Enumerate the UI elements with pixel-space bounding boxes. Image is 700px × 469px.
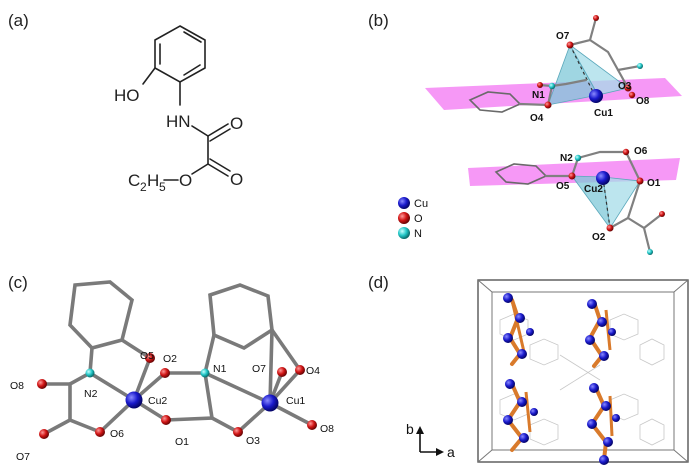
panel-b: (b) O7 O3 N1 O8 O4 Cu1 xyxy=(368,11,682,255)
axis-indicator: b a xyxy=(406,421,455,460)
o1-atom xyxy=(636,177,644,185)
svg-text:H: H xyxy=(147,171,159,190)
o3-atom xyxy=(624,84,632,92)
co-double-2 xyxy=(207,163,229,177)
cu2-atom-c xyxy=(125,391,143,409)
panel-a: (a) HO HN O O O C 2 H 5 xyxy=(8,11,243,194)
panel-a-label: (a) xyxy=(8,11,29,30)
o7-atom-c xyxy=(277,367,287,377)
n-c-bond xyxy=(191,125,209,137)
label-o6-c: O6 xyxy=(110,428,124,440)
label-o5-b: O5 xyxy=(556,181,570,192)
ring-right xyxy=(208,283,274,351)
chain-bottom-right xyxy=(587,383,620,465)
o6-atom-c xyxy=(95,427,105,437)
label-o7-b: O7 xyxy=(556,31,570,42)
panel-c-label: (c) xyxy=(8,273,28,292)
ester-o: O xyxy=(179,171,192,190)
panel-c: (c) xyxy=(8,273,334,463)
o2-atom-c xyxy=(160,368,170,378)
polyhedron-cu1-right xyxy=(569,44,629,96)
c-o-bond xyxy=(191,163,209,175)
o1-atom-c xyxy=(161,415,171,425)
o8-left-atom xyxy=(37,379,47,389)
label-o2-b: O2 xyxy=(592,232,606,243)
o5-atom xyxy=(568,172,576,180)
o7-left-atom xyxy=(39,429,49,439)
ligand-framework xyxy=(499,313,665,446)
co-double-1 xyxy=(207,123,229,137)
oh-bond xyxy=(142,67,156,85)
panel-d: (d) xyxy=(368,273,689,465)
panel-b-label: (b) xyxy=(368,11,389,30)
label-o8-left-c: O8 xyxy=(10,380,24,392)
ring-left xyxy=(68,280,135,351)
legend-cu-swatch xyxy=(398,197,410,209)
chain-bottom-left xyxy=(503,379,538,452)
label-o7-left-c: O7 xyxy=(16,451,30,463)
panel-d-label: (d) xyxy=(368,273,389,292)
o7-atom xyxy=(566,41,574,49)
cu1-atom-c xyxy=(261,394,279,412)
label-o4-c: O4 xyxy=(306,365,320,377)
legend-o-label: O xyxy=(414,213,423,225)
svg-text:5: 5 xyxy=(159,180,166,194)
label-o1-c: O1 xyxy=(175,436,189,448)
o4-atom xyxy=(544,101,552,109)
label-o3-c: O3 xyxy=(246,435,260,447)
o8-right-atom xyxy=(307,420,317,430)
n2-atom-c xyxy=(85,368,95,378)
legend-n-swatch xyxy=(398,227,410,239)
label-o8-right-c: O8 xyxy=(320,423,334,435)
label-cu2-c: Cu2 xyxy=(148,395,167,407)
label-cu2-b: Cu2 xyxy=(584,184,603,195)
o3-atom-c xyxy=(233,427,243,437)
label-n1-c: N1 xyxy=(213,363,227,375)
n1-atom-c xyxy=(200,368,210,378)
benzene-ring xyxy=(154,25,206,83)
label-o3-b: O3 xyxy=(618,81,632,92)
axis-a-label: a xyxy=(447,444,455,460)
label-o4-b: O4 xyxy=(530,113,544,124)
label-o1-b: O1 xyxy=(647,178,661,189)
legend-o-swatch xyxy=(398,212,410,224)
chain-top-right xyxy=(585,299,616,368)
label-o2-c: O2 xyxy=(163,353,177,365)
amine-label: HN xyxy=(166,112,191,131)
label-n2-c: N2 xyxy=(84,388,98,400)
carbonyl-o-1: O xyxy=(230,114,243,133)
ethyl-label: C 2 H 5 xyxy=(128,171,166,194)
label-o8-b: O8 xyxy=(636,96,650,107)
carbonyl-o-2: O xyxy=(230,170,243,189)
legend-n-label: N xyxy=(414,228,422,240)
hydroxyl-label: HO xyxy=(114,86,140,105)
label-n2-b: N2 xyxy=(560,153,573,164)
o6-atom xyxy=(622,148,630,156)
label-o7-c: O7 xyxy=(252,363,266,375)
unit-cell-outer xyxy=(477,279,689,463)
atom-legend: Cu O N xyxy=(398,197,428,240)
chain-top-left xyxy=(503,293,534,366)
cu1-atom xyxy=(589,89,603,103)
n1-atom xyxy=(548,82,556,90)
o4-atom-c xyxy=(295,365,305,375)
o8-atom xyxy=(628,91,636,99)
cu2-atom xyxy=(596,171,610,185)
o5-atom-c xyxy=(145,353,155,363)
label-n1-b: N1 xyxy=(532,90,545,101)
svg-text:C: C xyxy=(128,171,140,190)
label-cu1-b: Cu1 xyxy=(594,108,613,119)
label-o5-c: O5 xyxy=(140,350,154,362)
n2-atom xyxy=(574,154,582,162)
axis-b-label: b xyxy=(406,421,414,437)
label-o6-b: O6 xyxy=(634,146,648,157)
unit-cell-inner xyxy=(491,291,675,451)
legend-cu-label: Cu xyxy=(414,198,428,210)
label-cu1-c: Cu1 xyxy=(286,395,305,407)
svg-text:2: 2 xyxy=(140,180,147,194)
o2-atom xyxy=(606,224,614,232)
